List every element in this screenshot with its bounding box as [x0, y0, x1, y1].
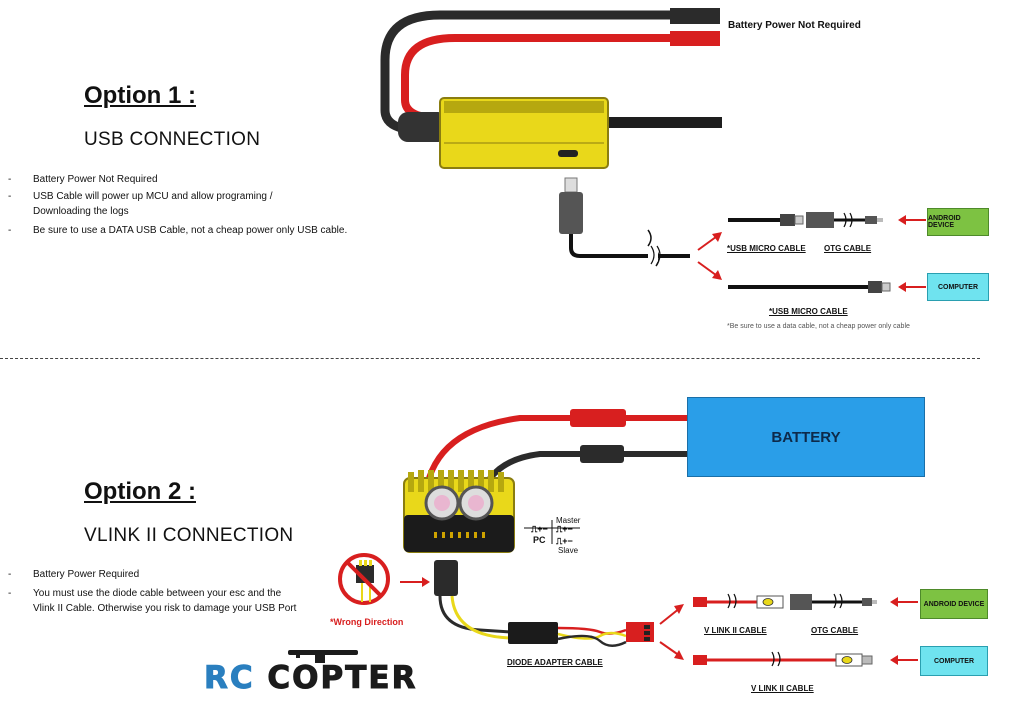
svg-text:⎍+−: ⎍+− — [556, 524, 573, 534]
servo-plug — [434, 560, 458, 596]
list-item: Vlink II Cable. Otherwise you risk to da… — [8, 601, 328, 616]
android-device-box-2: ANDROID DEVICE — [920, 589, 988, 619]
rc-copter-logo — [288, 650, 358, 663]
otg-adapter-2 — [790, 594, 812, 610]
bullet-dash: - — [8, 225, 12, 236]
logo-rc: RC — [203, 660, 268, 697]
wrong-direction-label: *Wrong Direction — [330, 617, 404, 627]
option1-bullet-list: - Battery Power Not Required - USB Cable… — [8, 172, 368, 242]
usb-cable — [569, 234, 690, 258]
red-connector — [670, 31, 720, 46]
usb-plug — [559, 192, 583, 234]
micro-usb-port — [558, 150, 578, 157]
esc-cable-boot — [398, 112, 448, 142]
bullet-dash: - — [8, 191, 12, 202]
bullet-text: Vlink II Cable. Otherwise you risk to da… — [33, 603, 297, 614]
list-item: - USB Cable will power up MCU and allow … — [8, 189, 368, 204]
bullet-text: Battery Power Required — [33, 569, 140, 580]
otg-adapter — [806, 212, 834, 228]
vlink-cable-label-2: V LINK II CABLE — [751, 684, 814, 693]
list-item: - Battery Power Required — [8, 567, 328, 582]
diode-adapter — [508, 622, 558, 644]
bullet-text: Be sure to use a DATA USB Cable, not a c… — [33, 225, 348, 236]
battery-box: BATTERY — [687, 397, 925, 477]
vlink-cable-label: V LINK II CABLE — [704, 626, 767, 635]
diode-adapter-label: DIODE ADAPTER CABLE — [507, 658, 603, 667]
android-device-box: ANDROID DEVICE — [927, 208, 989, 236]
list-item: - Battery Power Not Required — [8, 172, 368, 187]
option2-diagram: ⎍+− ⎍+− ⎍+− — [288, 409, 918, 667]
list-item: - You must use the diode cable between y… — [8, 586, 328, 601]
option2-bullet-list: - Battery Power Required - You must use … — [8, 567, 328, 617]
pc-label: PC — [533, 535, 546, 545]
usb-a-plug — [780, 214, 795, 226]
svg-text:⎍+−: ⎍+− — [556, 536, 573, 546]
master-label: Master — [556, 516, 581, 525]
motor-cable — [600, 117, 722, 128]
section-divider — [0, 358, 980, 359]
black-connector — [670, 8, 720, 24]
list-item: Downloading the logs — [8, 204, 368, 219]
esc-fins — [444, 101, 604, 113]
bullet-text: Downloading the logs — [33, 206, 129, 217]
battery-not-required-note: Battery Power Not Required — [728, 20, 861, 31]
otg-cable-label-2: OTG CABLE — [811, 626, 859, 635]
option1-title: Option 1 : — [84, 82, 196, 109]
black-bullet-connector — [580, 445, 624, 463]
option2-title: Option 2 : — [84, 478, 196, 505]
computer-box-2: COMPUTER — [920, 646, 988, 676]
usb-micro-cable-label: *USB MICRO CABLE — [727, 244, 806, 253]
bullet-dash: - — [8, 588, 12, 599]
list-item: - Be sure to use a DATA USB Cable, not a… — [8, 223, 368, 238]
battery-label: BATTERY — [771, 428, 841, 446]
bullet-dash: - — [8, 569, 12, 580]
logo-copter: COPTER — [267, 660, 418, 697]
computer-box: COMPUTER — [927, 273, 989, 301]
logo-text: RC COPTER — [203, 660, 418, 697]
usb-micro-cable-label-2: *USB MICRO CABLE — [769, 307, 848, 316]
bullet-text: You must use the diode cable between you… — [33, 588, 282, 599]
svg-text:⎍+−: ⎍+− — [531, 524, 548, 534]
bullet-text: Battery Power Not Required — [33, 174, 158, 185]
red-bullet-connector — [570, 409, 626, 427]
slave-label: Slave — [558, 546, 579, 555]
option1-diagram — [380, 8, 926, 293]
bullet-dash: - — [8, 174, 12, 185]
option2-subtitle: VLINK II CONNECTION — [84, 525, 294, 546]
data-cable-footnote: *Be sure to use a data cable, not a chea… — [727, 323, 910, 330]
bullet-text: USB Cable will power up MCU and allow pr… — [33, 191, 273, 202]
option1-subtitle: USB CONNECTION — [84, 129, 261, 150]
otg-cable-label: OTG CABLE — [824, 244, 872, 253]
